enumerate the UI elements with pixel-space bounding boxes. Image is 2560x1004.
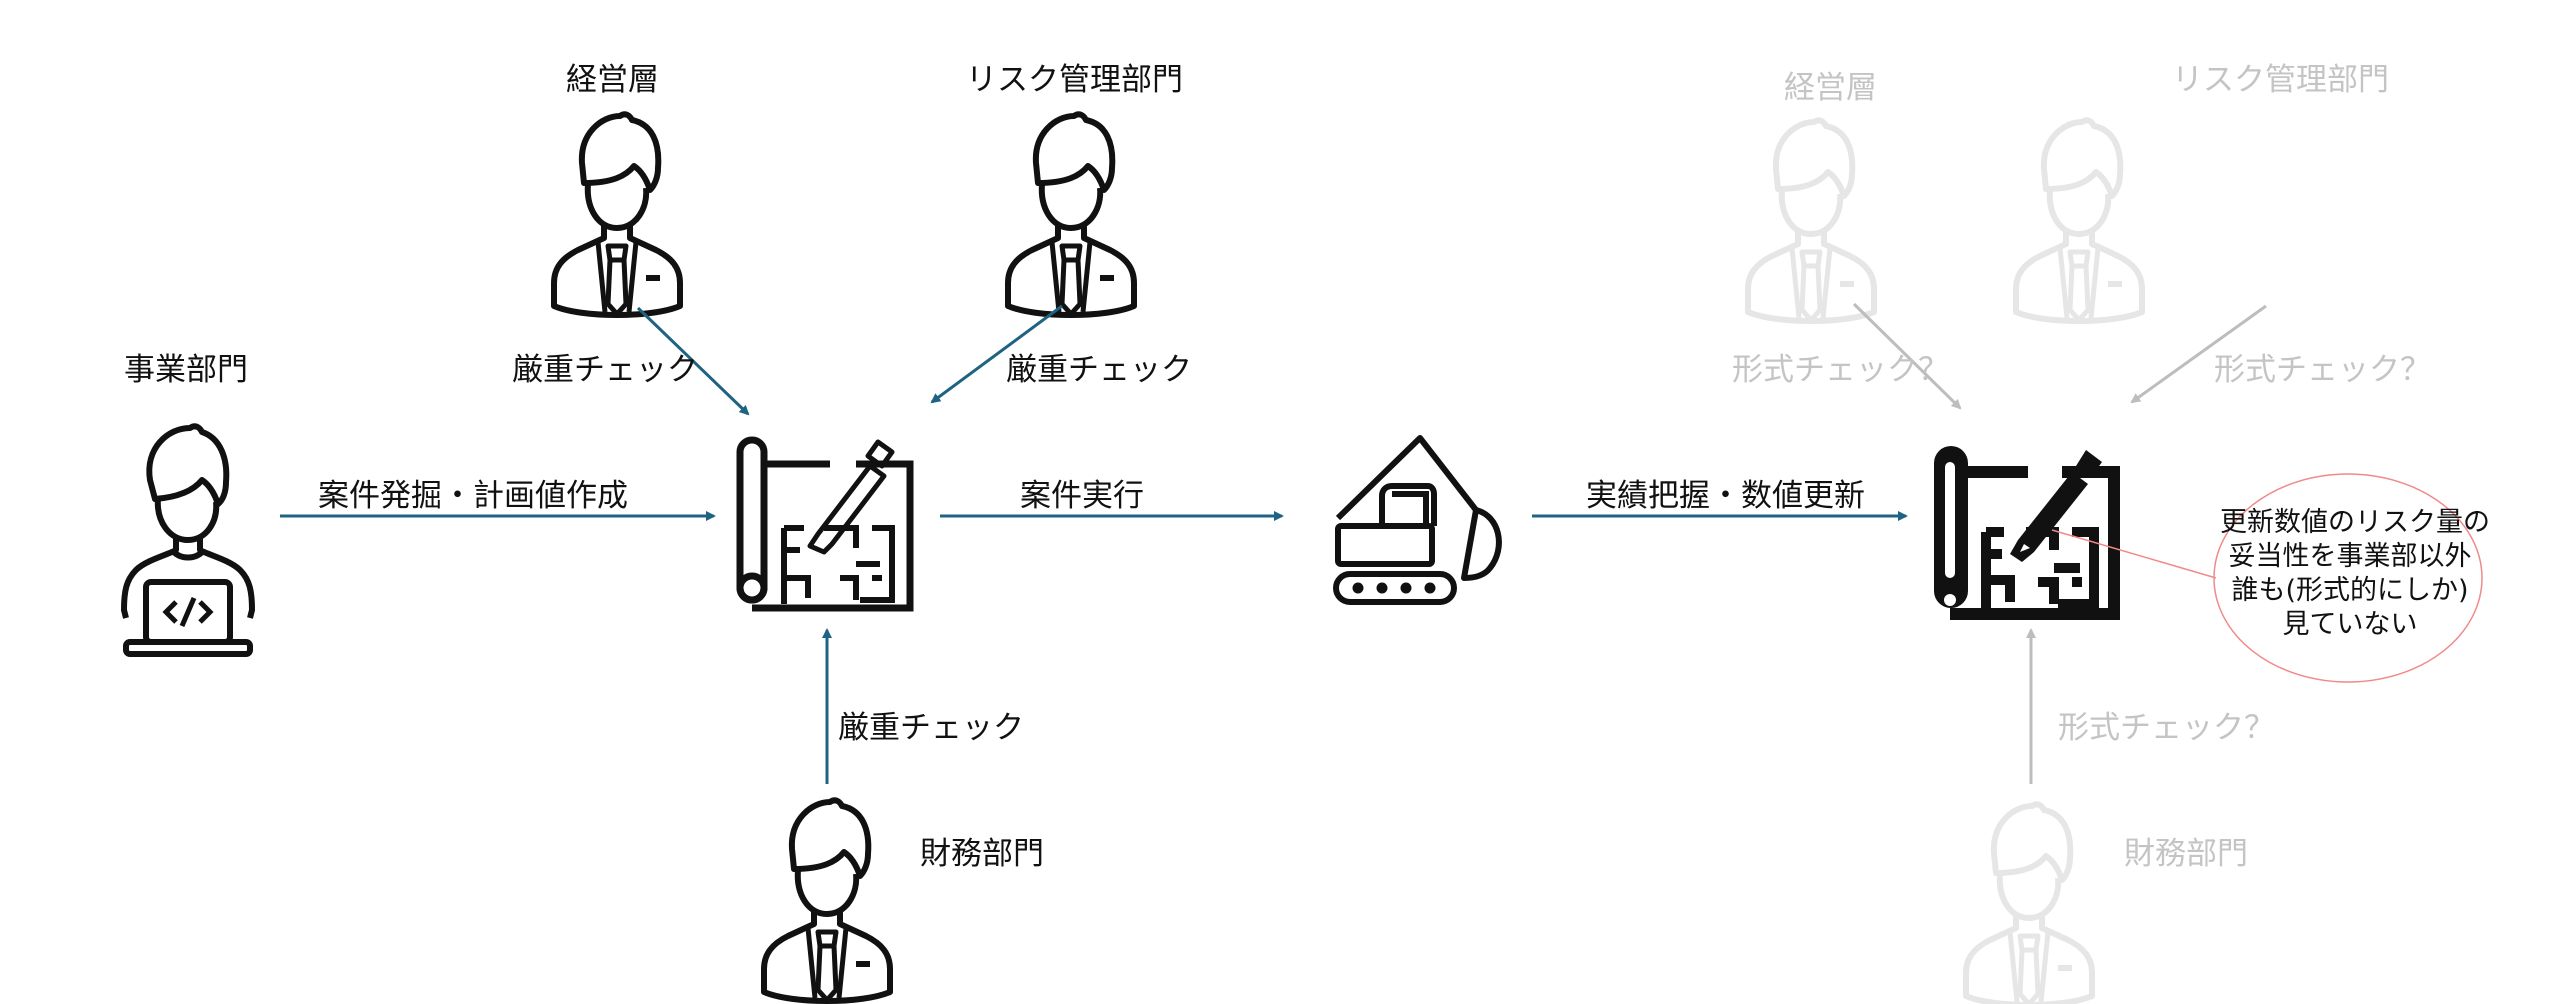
excavator-icon [1336, 438, 1499, 602]
execute-arrow-label: 案件実行 [1020, 478, 1144, 514]
callout-line-1: 更新数値のリスク量の [2220, 507, 2490, 538]
management-faded-label: 経営層 [1784, 70, 1877, 106]
finance-faded-label: 財務部門 [2124, 836, 2248, 872]
risk-formal-check-label: 形式チェック？ [2214, 352, 2431, 388]
management-check-arrow-label: 厳重チェック [512, 352, 698, 388]
callout-bubble [2213, 473, 2483, 683]
update-values-arrow-label: 実績把握・数値更新 [1586, 478, 1865, 514]
finance-businessman-icon [764, 800, 890, 1001]
callout-line-2: 妥当性を事業部以外 [2228, 541, 2472, 572]
create-plan-arrow-label: 案件発掘・計画値作成 [318, 478, 628, 514]
callout-line-3: 誰も(形式的にしか) [2231, 575, 2469, 606]
management-label: 経営層 [566, 62, 659, 98]
arrow-risk-check [930, 304, 1063, 404]
blueprint-pencil-filled-icon [1934, 446, 2120, 620]
arrow-management-formal-check [1852, 302, 1962, 410]
arrow-management-check [636, 306, 750, 416]
finance-check-arrow-label: 厳重チェック [838, 710, 1024, 746]
risk-management-faded-label: リスク管理部門 [2172, 62, 2389, 98]
finance-businessman-faded-icon [1966, 804, 2092, 1004]
arrow-risk-formal-check [2130, 304, 2267, 404]
risk-management-label: リスク管理部門 [966, 62, 1183, 98]
callout-line-4: 見ていない [2282, 609, 2418, 640]
management-businessman-faded-icon [1748, 120, 1874, 321]
blueprint-pencil-icon [740, 440, 910, 608]
finance-formal-check-label: 形式チェック？ [2058, 710, 2275, 746]
management-formal-check-label: 形式チェック？ [1732, 352, 1949, 388]
risk-management-businessman-faded-icon [2016, 120, 2142, 321]
business-unit-label: 事業部門 [124, 352, 248, 388]
management-businessman-icon [554, 114, 680, 315]
business-unit-developer-icon [124, 426, 252, 654]
callout-connector [2051, 529, 2217, 579]
risk-management-businessman-icon [1008, 114, 1134, 315]
callout-text: 更新数値のリスク量の 妥当性を事業部以外 誰も(形式的にしか) 見ていない [2220, 506, 2490, 642]
finance-label: 財務部門 [920, 836, 1044, 872]
risk-check-arrow-label: 厳重チェック [1006, 352, 1192, 388]
